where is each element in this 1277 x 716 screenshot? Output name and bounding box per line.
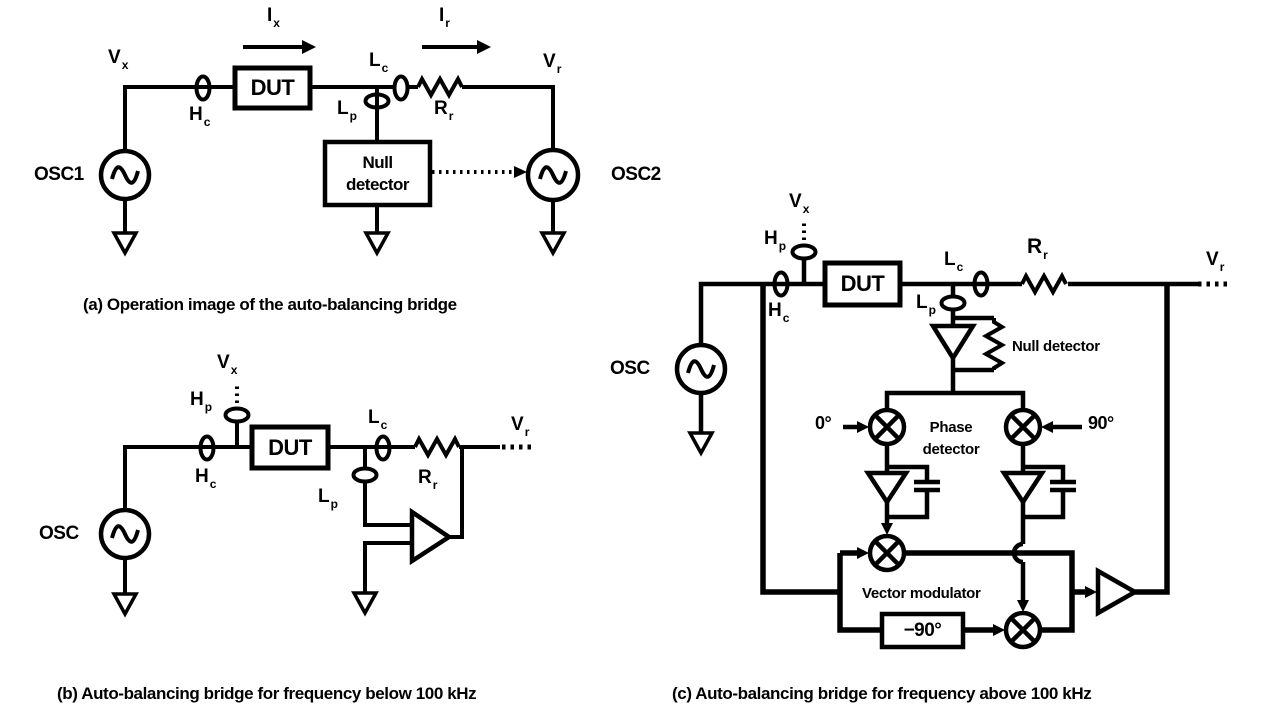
ground-null-detector-icon [363,231,391,257]
diagram-a-lines [98,40,581,257]
lp-probe-a [363,92,391,110]
integrator-left-arrowhead-icon [881,523,893,535]
lp-probe-c [939,294,967,312]
integrator-left-triangle [863,470,911,507]
osc-sine-icon-b [110,524,140,544]
ground-osc1-icon [111,231,139,257]
label-dut-b: DUT [268,434,312,460]
mixer-90deg-x-icon [1009,413,1037,441]
ground-osc2-icon [539,231,567,257]
label-osc-b: OSC [39,523,79,544]
label-dut-c: DUT [840,271,885,296]
label-minus90: −90° [903,619,942,641]
label-null-detector-c: Null detector [1012,338,1100,355]
label-osc2: OSC2 [611,164,661,185]
diagram-c-lines [674,222,1232,650]
osc1-sine-icon [110,165,140,185]
label-null-detector-a: Null detector [345,153,410,194]
lc-probe-c [972,270,990,298]
label-dut-a: DUT [250,75,295,100]
ground-osc-b-icon [111,592,139,618]
wires-a [123,45,555,233]
label-90deg: 90° [1088,413,1114,433]
mixer-vm2-x-icon [1009,616,1037,644]
resistor-rr-c [1020,271,1068,297]
diagram-b-lines [98,386,534,618]
ground-amp-input-icon [351,591,379,617]
label-0deg: 0° [815,413,832,433]
resistor-rr-a [416,74,464,100]
integrator-right-triangle [999,470,1047,507]
resistor-rr-b [413,434,461,460]
mixer-0deg-x-icon [873,413,901,441]
null-detector-resistor-c [981,318,1007,370]
dut-box-c [822,260,903,308]
ix-arrowhead-icon [302,40,316,54]
label-osc1: OSC1 [34,164,84,185]
amplifier-triangle-b [409,507,454,566]
mixer-vm1-x-icon [873,539,901,567]
deg0-arrowhead-icon [857,421,869,433]
label-vector-modulator: Vector modulator [862,585,981,602]
wires-b [123,422,500,594]
vm1-input-arrowhead-icon [857,547,869,559]
lc-probe-a [392,74,410,102]
label-osc-c: OSC [610,358,650,379]
ir-arrowhead-icon [477,40,491,54]
hc-probe-b [198,434,216,462]
vm2-input-arrowhead-icon [993,624,1005,636]
osc2-sine-icon [538,165,568,185]
dut-box-b [249,424,331,471]
caption-a: (a) Operation image of the auto-balancin… [83,295,457,314]
lc-probe-b [374,434,392,462]
dut-box-a [232,65,313,111]
hc-probe-c [772,270,790,298]
wires-c [698,259,1198,601]
deg90-arrowhead-icon [1041,421,1053,433]
minus90-box [879,611,966,650]
lp-probe-b [351,466,379,484]
hp-probe-c [790,243,818,261]
hc-probe-a [194,74,212,102]
label-phase-detector: Phase detector [922,419,980,458]
hp-probe-b [223,406,251,424]
integrator-right-arrowhead-icon [1017,600,1029,612]
null-detector-box-a [322,139,433,208]
feedback-loop-wires-c [760,284,1170,633]
osc-sine-icon-c [686,359,716,379]
feedback-amp-arrowhead-icon [1085,586,1097,598]
caption-c: (c) Auto-balancing bridge for frequency … [672,684,1092,703]
null-to-osc2-arrowhead-icon [514,166,527,178]
crossover-hop-c [1011,541,1024,565]
caption-b: (b) Auto-balancing bridge for frequency … [57,684,477,703]
ground-osc-c-icon [687,431,715,457]
null-detector-amp-triangle [928,323,978,363]
feedback-amp-triangle [1095,567,1140,617]
